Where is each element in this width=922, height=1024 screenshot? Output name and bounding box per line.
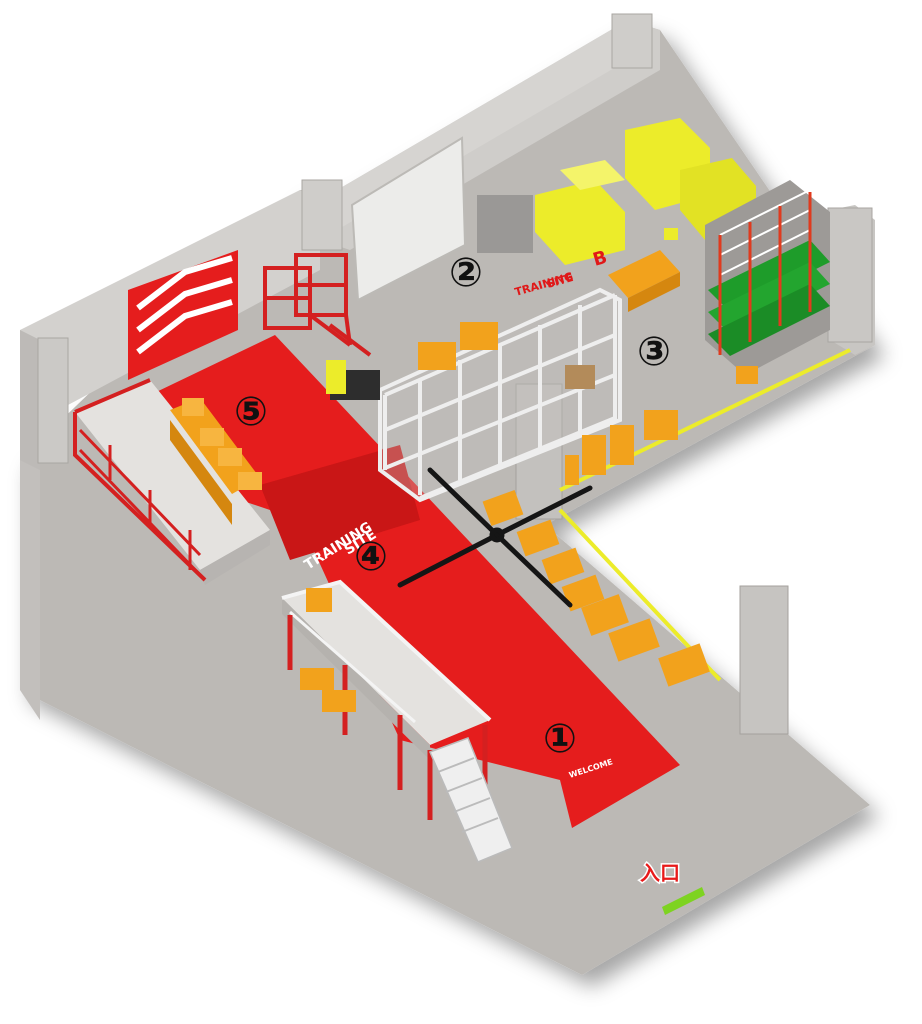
zone-labels: ① ② ③ ④ ⑤ — [234, 250, 671, 762]
left-platform — [73, 253, 372, 585]
zone-4-label: ④ — [354, 534, 388, 580]
rack-boxes — [326, 322, 595, 400]
zone-5-label: ⑤ — [234, 389, 268, 435]
wall-pillar — [739, 585, 789, 735]
wall-pillar — [827, 207, 873, 343]
wall-pillar — [611, 13, 653, 69]
entrance-marker — [662, 887, 705, 915]
ceiling-fan — [397, 467, 593, 608]
zone-1-label: ① — [543, 716, 577, 762]
entrance: 入口 — [639, 860, 705, 915]
wall-pillar — [37, 337, 69, 464]
zone-3-label: ③ — [637, 329, 671, 375]
red-carpet: TRAINING SITE WELCOME — [128, 250, 680, 828]
center-pallet-rack — [378, 287, 622, 503]
zone-2-label: ② — [449, 250, 483, 296]
wall-pillar — [301, 179, 343, 251]
front-mezzanine — [281, 579, 513, 863]
projection-screen — [350, 136, 467, 302]
staircase — [428, 737, 513, 863]
orange-boxes — [482, 410, 710, 687]
entrance-label: 入口 — [640, 861, 680, 885]
green-storage-rack — [705, 180, 830, 384]
wall-sign-logo: B — [591, 247, 610, 271]
